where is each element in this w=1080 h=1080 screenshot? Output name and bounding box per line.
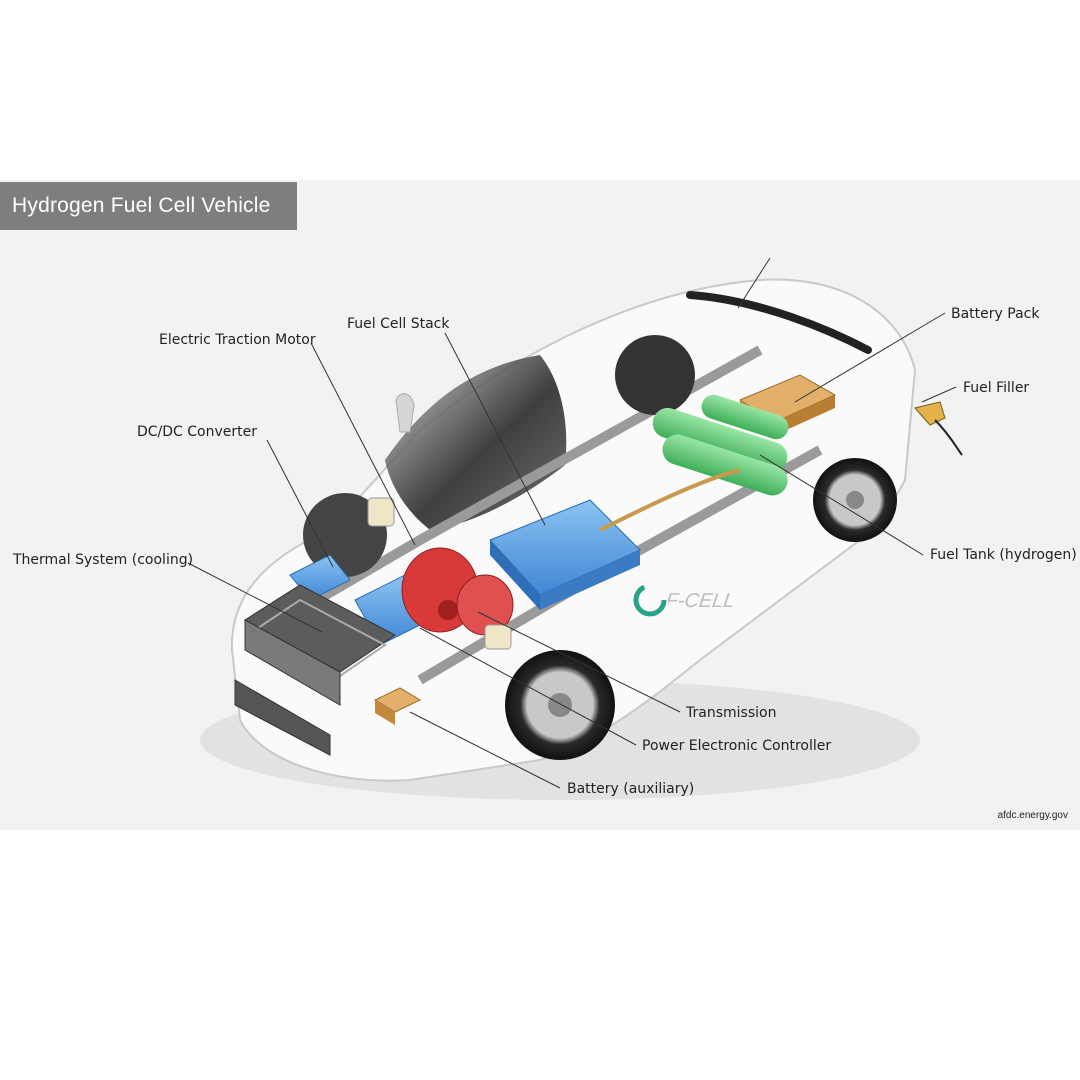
hydrogen-tanks-graphic	[652, 394, 789, 496]
leader-lines	[187, 257, 957, 789]
fuel-nozzle-icon	[914, 401, 963, 456]
label-dc-dc-converter: DC/DC Converter	[137, 424, 258, 440]
fuel-cell-stack-graphic	[489, 499, 641, 610]
label-thermal-system: Thermal System (cooling)	[13, 552, 194, 568]
leader-line	[477, 611, 681, 713]
front-grille	[234, 679, 331, 756]
front-hub	[548, 693, 572, 717]
rear-spoiler	[686, 291, 872, 354]
label-fuel-tank: Fuel Tank (hydrogen)	[930, 547, 1077, 563]
f-cell-badge: F-CELL	[668, 590, 736, 612]
leader-line	[419, 627, 637, 746]
thermal-system-graphic	[244, 584, 396, 706]
diagram-stage: Hydrogen Fuel Cell Vehicle Electric Trac…	[0, 180, 1080, 830]
auxiliary-battery-graphic	[373, 687, 422, 725]
car-illustration	[187, 257, 963, 800]
leader-line	[737, 257, 771, 309]
label-fuel-cell-stack: Fuel Cell Stack	[347, 316, 450, 332]
hydrogen-line	[599, 468, 741, 532]
source-credit: afdc.energy.gov	[997, 810, 1068, 821]
leader-line	[266, 439, 334, 568]
label-battery-pack: Battery Pack	[951, 306, 1040, 322]
leader-line	[310, 342, 416, 546]
rear-hub	[846, 491, 864, 509]
rear-wheel-far	[615, 335, 695, 415]
leader-line	[759, 454, 924, 556]
label-power-electronic-controller: Power Electronic Controller	[642, 738, 832, 754]
leader-line	[187, 562, 323, 633]
leader-line	[444, 332, 546, 526]
leader-line	[409, 711, 561, 789]
title-banner: Hydrogen Fuel Cell Vehicle	[0, 182, 297, 230]
coolant-reservoir	[367, 497, 395, 527]
leader-line	[794, 312, 946, 403]
label-electric-traction-motor: Electric Traction Motor	[159, 332, 316, 348]
page-title: Hydrogen Fuel Cell Vehicle	[12, 194, 271, 217]
electric-traction-motor-graphic	[401, 547, 514, 636]
leader-line	[921, 386, 957, 403]
label-battery-auxiliary: Battery (auxiliary)	[567, 781, 695, 797]
f-cell-badge-text: F-CELL	[668, 590, 736, 612]
f-cell-logo-icon	[633, 583, 667, 617]
label-transmission: Transmission	[686, 705, 777, 721]
label-fuel-filler: Fuel Filler	[963, 380, 1030, 396]
front-wheel-far	[303, 493, 387, 577]
coolant-reservoir	[484, 624, 512, 650]
side-mirror	[395, 393, 415, 433]
